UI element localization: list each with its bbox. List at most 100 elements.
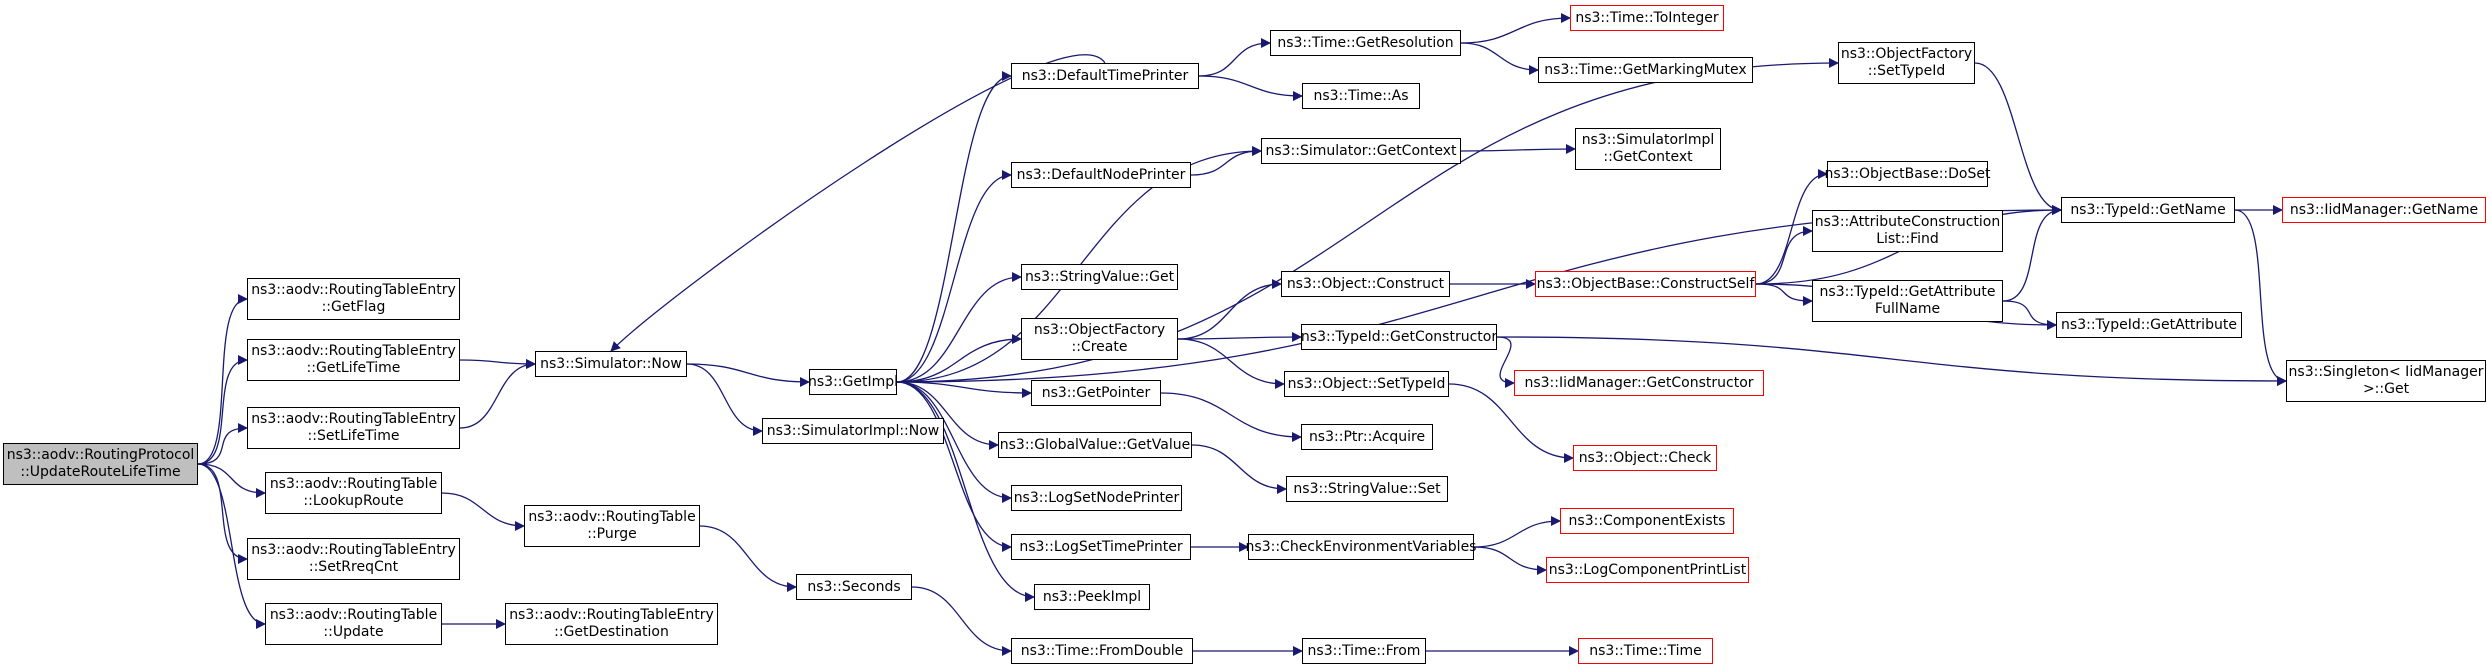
node-ofsettypeid[interactable]: ns3::ObjectFactory::SetTypeId — [1838, 42, 1975, 84]
node-label: ns3::CheckEnvironmentVariables — [1245, 538, 1477, 555]
node-timetime[interactable]: ns3::Time::Time — [1578, 638, 1713, 664]
edge-getlifetime-to-simnow — [459, 358, 536, 369]
node-getlifetime[interactable]: ns3::aodv::RoutingTableEntry::GetLifeTim… — [247, 339, 460, 381]
edge-getresolution-to-getmarking — [1460, 42, 1539, 75]
node-logcompprint[interactable]: ns3::LogComponentPrintList — [1546, 557, 1749, 583]
node-getmarking[interactable]: ns3::Time::GetMarkingMutex — [1538, 57, 1753, 83]
node-constructself[interactable]: ns3::ObjectBase::ConstructSelf — [1535, 271, 1756, 297]
edge-getpointer-to-ptracquire — [1160, 392, 1302, 442]
node-dosset[interactable]: ns3::ObjectBase::DoSet — [1825, 161, 1990, 187]
node-simnow[interactable]: ns3::Simulator::Now — [535, 351, 687, 377]
node-label: ns3::LogComponentPrintList — [1548, 561, 1747, 578]
node-getflag[interactable]: ns3::aodv::RoutingTableEntry::GetFlag — [247, 278, 460, 320]
node-label: ns3::IidManager::GetName — [2289, 201, 2479, 218]
node-checkenv[interactable]: ns3::CheckEnvironmentVariables — [1245, 534, 1477, 560]
edge-root-to-update — [197, 463, 266, 629]
node-label: ns3::Object::Check — [1578, 449, 1712, 466]
node-label: ns3::aodv::RoutingTableEntry — [251, 542, 456, 558]
node-label: ns3::TypeId::GetConstructor — [1300, 328, 1498, 345]
node-label: ns3::Ptr::Acquire — [1308, 428, 1426, 445]
node-tointeger[interactable]: ns3::Time::ToInteger — [1570, 5, 1724, 31]
node-label: ns3::Time::GetMarkingMutex — [1544, 61, 1747, 78]
node-simgetcontext[interactable]: ns3::Simulator::GetContext — [1261, 138, 1461, 164]
node-objcheck[interactable]: ns3::Object::Check — [1573, 445, 1717, 471]
node-timefromdouble[interactable]: ns3::Time::FromDouble — [1011, 638, 1193, 664]
node-simimplnow[interactable]: ns3::SimulatorImpl::Now — [762, 418, 944, 444]
node-objconstruct[interactable]: ns3::Object::Construct — [1281, 271, 1450, 297]
edge-getattrfull-to-typeidgetattr — [2002, 300, 2057, 330]
edge-seconds-to-timefromdouble — [911, 586, 1012, 656]
edge-getimpl-to-deftimeprinter — [896, 71, 1012, 383]
edge-getimpl-to-defnodeprinter — [896, 170, 1012, 383]
node-label: ns3::ObjectBase::ConstructSelf — [1536, 275, 1755, 292]
edge-setlifetime-to-simnow — [459, 359, 536, 429]
node-label: ::GetFlag — [321, 299, 386, 315]
node-label: ns3::Singleton< IidManager — [2288, 364, 2484, 380]
node-label: ::UpdateRouteLifeTime — [20, 464, 181, 480]
node-logsettime[interactable]: ns3::LogSetTimePrinter — [1011, 534, 1191, 560]
node-objfactcreate[interactable]: ns3::ObjectFactory::Create — [1021, 318, 1178, 360]
node-label: ::SetTypeId — [1867, 63, 1946, 79]
node-gvgetvalue[interactable]: ns3::GlobalValue::GetValue — [998, 432, 1192, 458]
node-label: ns3::LogSetTimePrinter — [1019, 538, 1183, 555]
edge-getattrfull-to-typeidgetname — [2002, 205, 2062, 302]
node-label: ns3::aodv::RoutingTable — [269, 476, 438, 492]
node-label: ns3::ComponentExists — [1568, 512, 1726, 529]
edge-root-to-getflag — [197, 294, 248, 465]
edge-constructself-to-dosset — [1755, 169, 1828, 285]
node-logsetnode[interactable]: ns3::LogSetNodePrinter — [1011, 485, 1182, 511]
node-typeidgetattr[interactable]: ns3::TypeId::GetAttribute — [2056, 312, 2242, 338]
node-timefrom[interactable]: ns3::Time::From — [1302, 638, 1426, 664]
node-label: ns3::TypeId::GetName — [2070, 201, 2226, 218]
edge-objfactcreate-to-objsettypeid — [1177, 338, 1285, 389]
node-label: ns3::GlobalValue::GetValue — [999, 436, 1191, 453]
node-label: ns3::aodv::RoutingTableEntry — [251, 343, 456, 359]
node-update[interactable]: ns3::aodv::RoutingTable::Update — [265, 603, 442, 645]
node-peekimpl[interactable]: ns3::PeekImpl — [1034, 584, 1150, 610]
node-label: ns3::StringValue::Set — [1293, 480, 1441, 497]
edge-typeidgetname-to-singletonget — [2234, 209, 2287, 386]
node-setlifetime[interactable]: ns3::aodv::RoutingTableEntry::SetLifeTim… — [247, 407, 460, 449]
node-getresolution[interactable]: ns3::Time::GetResolution — [1270, 30, 1461, 56]
node-ptracquire[interactable]: ns3::Ptr::Acquire — [1301, 424, 1433, 450]
node-getpointer[interactable]: ns3::GetPointer — [1031, 380, 1161, 406]
node-label: ns3::TypeId::GetAttribute — [2061, 316, 2237, 333]
edge-root-to-setlifetime — [197, 423, 248, 465]
node-label: ns3::Time::ToInteger — [1575, 9, 1719, 26]
node-label: ns3::Object::Construct — [1286, 275, 1445, 292]
edge-root-to-lookuproute — [197, 463, 266, 498]
node-label: ns3::Object::SetTypeId — [1287, 375, 1446, 392]
node-getconstructor[interactable]: ns3::TypeId::GetConstructor — [1301, 324, 1497, 350]
node-simimplgetctx[interactable]: ns3::SimulatorImpl::GetContext — [1575, 128, 1721, 170]
node-getdest[interactable]: ns3::aodv::RoutingTableEntry::GetDestina… — [505, 603, 718, 645]
node-objsettypeid[interactable]: ns3::Object::SetTypeId — [1284, 371, 1449, 397]
node-singletonget[interactable]: ns3::Singleton< IidManager>::Get — [2286, 360, 2486, 402]
edge-constructself-to-getattrfull — [1755, 283, 1813, 306]
node-label: ::Create — [1071, 339, 1128, 355]
node-setrreqcnt[interactable]: ns3::aodv::RoutingTableEntry::SetRreqCnt — [247, 538, 460, 580]
node-defnodeprinter[interactable]: ns3::DefaultNodePrinter — [1011, 162, 1191, 188]
node-root: ns3::aodv::RoutingProtocol::UpdateRouteL… — [3, 443, 198, 485]
node-typeidgetname[interactable]: ns3::TypeId::GetName — [2061, 197, 2235, 223]
edge-deftimeprinter-to-getresolution — [1198, 38, 1271, 77]
node-deftimeprinter[interactable]: ns3::DefaultTimePrinter — [1011, 63, 1199, 89]
node-compexists[interactable]: ns3::ComponentExists — [1560, 508, 1734, 534]
edge-root-to-setrreqcnt — [197, 463, 248, 564]
node-lookuproute[interactable]: ns3::aodv::RoutingTable::LookupRoute — [265, 472, 442, 514]
node-purge[interactable]: ns3::aodv::RoutingTable::Purge — [524, 505, 700, 547]
node-iidgetctor[interactable]: ns3::IidManager::GetConstructor — [1514, 370, 1764, 396]
node-label: ns3::PeekImpl — [1042, 588, 1142, 605]
node-strvalget[interactable]: ns3::StringValue::Get — [1021, 264, 1178, 290]
node-label: ::SetLifeTime — [307, 428, 400, 444]
node-label: ns3::aodv::RoutingProtocol — [6, 447, 195, 463]
node-iidgetname[interactable]: ns3::IidManager::GetName — [2282, 197, 2486, 223]
edge-purge-to-seconds — [699, 525, 797, 592]
node-label: ::GetDestination — [554, 624, 669, 640]
node-timeas[interactable]: ns3::Time::As — [1302, 83, 1420, 109]
node-strvalset[interactable]: ns3::StringValue::Set — [1286, 476, 1448, 502]
node-label: ns3::DefaultNodePrinter — [1016, 166, 1186, 183]
node-seconds[interactable]: ns3::Seconds — [796, 574, 912, 600]
node-getimpl[interactable]: ns3::GetImpl — [808, 369, 898, 395]
